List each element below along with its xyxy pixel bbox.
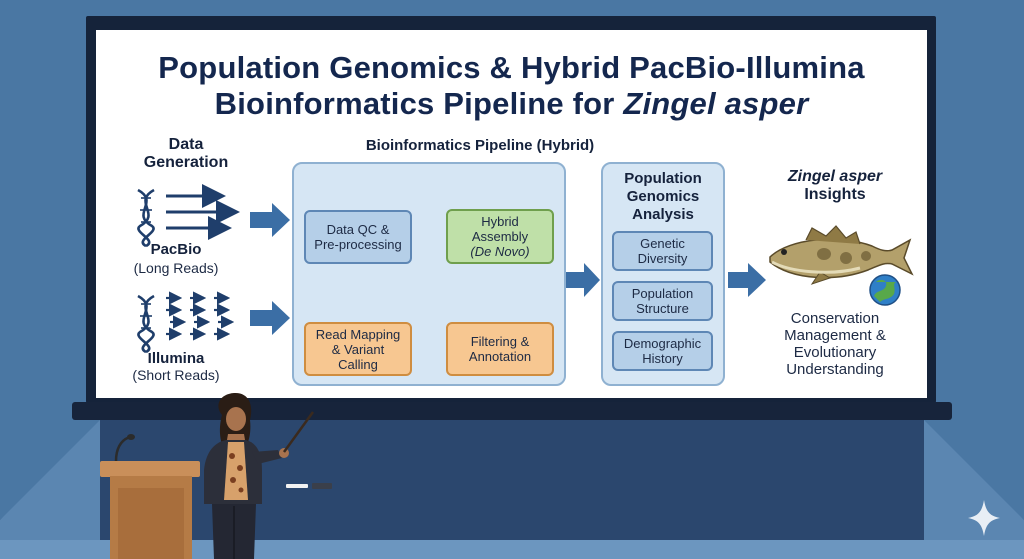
genetic-diversity-box: Genetic Diversity [612,231,713,271]
data-generation-heading: Data Generation [134,136,238,172]
text-line: Evolutionary [793,344,877,361]
heading-line: Data [168,136,204,153]
heading-line: Zingel asper [787,168,883,185]
read-mapping-box: Read Mapping & Variant Calling [304,322,412,376]
heading-line: Population [624,170,702,187]
pipeline-heading: Bioinformatics Pipeline (Hybrid) [365,137,595,154]
box-line: Demographic [623,336,702,351]
presenter-figure [204,392,315,559]
dna-icon [137,188,155,248]
box-line: Diversity [637,251,688,266]
hybrid-assembly-box: Hybrid Assembly (De Novo) [446,209,554,264]
text-line: Understanding [786,361,884,378]
podium-panel [118,488,184,559]
slide-title-line1: Population Genomics & Hybrid PacBio-Illu… [158,50,865,85]
box-line: Calling [338,356,378,372]
box-line: Structure [636,301,689,316]
globe-icon [869,274,901,306]
box-line: Population [631,286,694,301]
arrow-right-icon [166,291,235,341]
box-line: Hybrid [481,214,519,229]
title-species: Zingel asper [623,86,809,121]
fish-icon [769,225,914,285]
board-tray [72,402,952,420]
insights-text: Conservation Management & Evolutionary U… [760,310,910,378]
microphone-icon [114,434,135,462]
heading-line: Analysis [632,206,694,223]
heading-line: Insights [804,186,866,203]
title-prefix: Bioinformatics Pipeline for [214,86,624,121]
text-line: Conservation [790,310,880,327]
box-line: Filtering & [470,334,530,349]
pacbio-label: PacBio [150,241,202,258]
heading-line: Genomics [626,188,700,205]
slide-title-line2: Bioinformatics Pipeline for Zingel asper [96,86,927,122]
box-line: History [642,351,683,366]
filtering-annotation-box: Filtering & Annotation [446,322,554,376]
heading-line: Generation [143,154,229,171]
box-line: Read Mapping [315,326,401,342]
dna-icon [137,294,155,354]
insights-heading: Zingel asper Insights [760,168,910,204]
sparkle-icon [968,500,1000,536]
popgen-heading: Population Genomics Analysis [601,170,725,224]
text-line: Management & [784,327,886,344]
box-line: Pre-processing [314,237,402,252]
population-structure-box: Population Structure [612,281,713,321]
pacbio-sublabel: (Long Reads) [133,260,219,276]
illumina-label: Illumina [147,350,205,367]
qc-preprocessing-box: Data QC & Pre-processing [304,210,412,264]
demographic-history-box: Demographic History [612,331,713,371]
board-eraser [312,483,332,489]
box-line: (De Novo) [470,244,530,259]
chalk [286,484,308,488]
box-line: & Variant [331,341,385,357]
box-line: Genetic [640,236,685,251]
box-line: Assembly [471,229,529,244]
podium-top [100,461,200,477]
arrow-right-icon [166,184,240,240]
box-line: Annotation [468,349,532,364]
illumina-sublabel: (Short Reads) [132,367,220,383]
flow-arrow-icon [250,203,766,335]
box-line: Data QC & [326,222,390,237]
